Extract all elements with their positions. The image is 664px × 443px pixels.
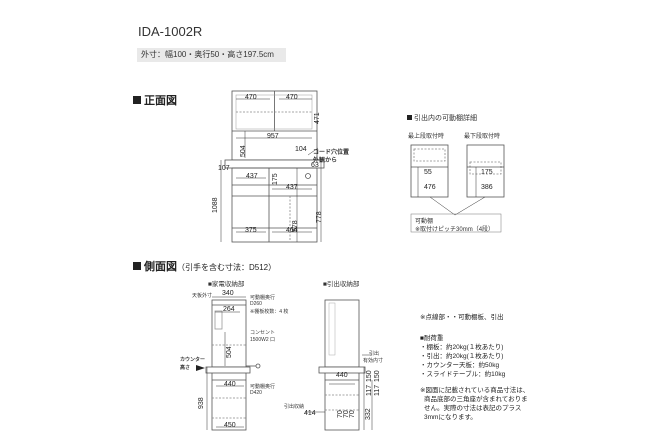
side-view-title: 側面図（引手を含む寸法：D512） xyxy=(133,258,276,274)
dim-drawer2-width: 437 xyxy=(286,184,298,191)
side-appliance-outline xyxy=(211,299,247,431)
square-bullet-icon xyxy=(407,115,412,120)
drawer-top-label: 最上段取付時 xyxy=(408,134,445,140)
disclaimer-line: 3mmになります。 xyxy=(424,414,477,421)
dim-340: 340 xyxy=(222,290,234,297)
lower-shelf-depth: D420 xyxy=(250,390,262,396)
load-item: ・棚板：約20kg(１枚あたり) xyxy=(420,344,504,351)
dim-drawer-width: 437 xyxy=(246,173,258,180)
model-number: IDA-1002R xyxy=(138,24,203,39)
drawer-bottom-label: 最下段取付時 xyxy=(464,134,501,140)
disclaimer-line: ※図面に記載されている商品寸法は、 xyxy=(420,387,530,394)
counter-arrow-icon xyxy=(196,365,205,371)
dim-bottom-left: 375 xyxy=(245,227,257,234)
dim-drawer-height: 175 xyxy=(272,173,279,185)
dim-264: 264 xyxy=(223,306,235,313)
dim-504: 504 xyxy=(226,346,233,358)
load-item: ・カウンター天板：約50kg xyxy=(420,362,500,369)
load-item: ・スライドテーブル：約10kg xyxy=(420,371,506,378)
dim-450: 450 xyxy=(224,422,236,429)
dim-150b: 150 xyxy=(366,370,373,382)
drawer-detail-right xyxy=(466,144,505,198)
dim-top-right: 470 xyxy=(286,94,298,101)
lower-shelf-label: 可動棚奥行 xyxy=(250,384,276,390)
cord-hole-label: コード穴位置 xyxy=(313,150,350,156)
dim-right-175: 175 xyxy=(481,169,493,176)
dim-right-386: 386 xyxy=(481,184,493,191)
movable-shelf-caption: 可動棚 xyxy=(415,219,434,225)
drawer-inner-label: 引出 xyxy=(369,351,380,357)
pitch-caption: ※取付けピッチ30mm（4段） xyxy=(415,227,495,233)
dim-440-left: 440 xyxy=(224,381,236,388)
drawer-detail-left xyxy=(410,144,449,198)
dim-counter-height: 107 xyxy=(218,165,230,172)
cord-hole-label2: 外観から xyxy=(313,158,338,164)
dim-150a: 150 xyxy=(374,370,381,382)
dim-938: 938 xyxy=(198,397,205,409)
dim-117b: 117 xyxy=(366,384,373,396)
square-bullet-icon xyxy=(133,262,141,270)
dim-total-width: 957 xyxy=(267,133,279,140)
dim-total-height: 1088 xyxy=(212,197,219,213)
drawer-detail-title: 引出内の可動棚詳細 xyxy=(407,113,477,123)
dim-bottom-right: 464 xyxy=(286,227,298,234)
outer-dimensions: 外寸：幅100・奥行50・高さ197.5cm xyxy=(137,48,286,62)
dim-top-height: 471 xyxy=(314,112,321,124)
front-view-title: 正面図 xyxy=(133,92,177,108)
disclaimer-line: 商品底部の三角座が含まれておりま xyxy=(424,396,528,403)
outlet-spec: 1500W2 口 xyxy=(250,337,276,343)
top-width-label: 天板外寸 xyxy=(192,293,213,299)
counter-label: カウンター xyxy=(180,357,206,363)
dotted-legend: ※点線部・・可動棚板、引出 xyxy=(420,314,504,321)
shelf-depth-value: D260 xyxy=(250,301,262,307)
dim-414: 414 xyxy=(304,410,316,417)
dim-left-55: 55 xyxy=(424,169,432,176)
dim-332: 332 xyxy=(365,408,372,420)
shelf-count: ※棚板枚数：4 枚 xyxy=(250,309,289,315)
dim-lower-total: 778 xyxy=(316,211,323,223)
disclaimer-line: せん。実際の寸法は表記のプラス xyxy=(424,405,522,412)
drawer-storage-inner: 引出収納 xyxy=(284,404,305,410)
square-bullet-icon xyxy=(133,96,141,104)
dim-440-right: 440 xyxy=(336,372,348,379)
outlet-label: コンセント xyxy=(250,330,276,336)
dim-117a: 117 xyxy=(374,384,381,396)
side-drawer-outline xyxy=(324,299,360,431)
dim-top-left: 470 xyxy=(245,94,257,101)
dim-left-476: 476 xyxy=(424,184,436,191)
dim-upper-height: 504 xyxy=(240,145,247,157)
counter-label2: 高さ xyxy=(180,365,191,371)
load-title: ■耐荷重 xyxy=(420,335,444,342)
dim-cord-x: 63 xyxy=(311,162,319,169)
drawer-inner-label2: 有効内寸 xyxy=(363,358,384,364)
load-item: ・引出：約20kg(１枚あたり) xyxy=(420,353,504,360)
appliance-label: ■家電収納部 xyxy=(208,281,245,288)
drawer-storage-label: ■引出収納部 xyxy=(323,281,360,288)
dim-70c: 70 xyxy=(349,410,356,418)
shelf-depth-label: 可動棚奥行 xyxy=(250,295,276,301)
dim-cord: 104 xyxy=(295,146,307,153)
